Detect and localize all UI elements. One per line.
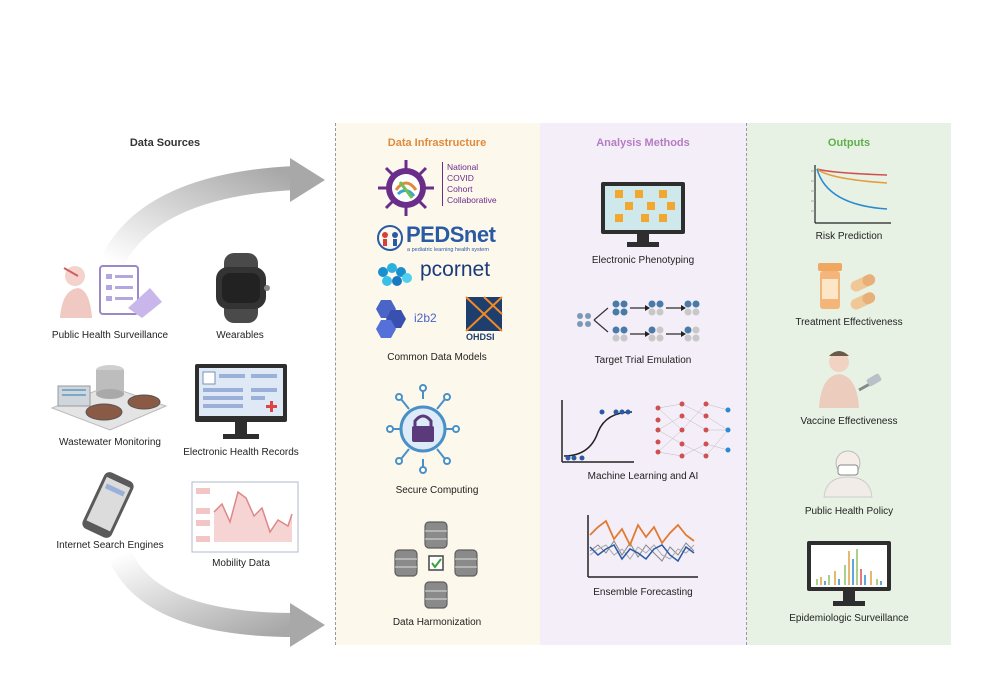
n3c-line-1: National <box>447 162 479 172</box>
outputs-title: Outputs <box>827 137 871 149</box>
epidemiologic-surveillance-monitor-icon <box>807 541 891 606</box>
pedsnet-logo-icon <box>377 225 403 251</box>
wearable-watch-icon <box>216 253 270 323</box>
medication-pills-icon <box>818 263 876 310</box>
smartphone-search-icon <box>82 472 134 538</box>
source-label-wastewater-monitoring: Wastewater Monitoring <box>59 437 161 448</box>
data-harmonization-databases-icon <box>394 521 478 609</box>
output-label-epidemiologic-surveillance: Epidemiologic Surveillance <box>789 613 909 624</box>
mobility-chart-icon <box>191 481 299 553</box>
output-label-public-health-policy: Public Health Policy <box>804 506 894 517</box>
data-sources-title: Data Sources <box>129 137 201 149</box>
analysis-label-target-trial-emulation: Target Trial Emulation <box>594 355 692 366</box>
infra-label-secure-computing: Secure Computing <box>395 485 479 496</box>
n3c-line-3: Cohort <box>447 184 473 194</box>
data-infrastructure-title: Data Infrastructure <box>387 137 487 149</box>
i2b2-hexagon-logo-icon <box>376 300 406 338</box>
source-label-mobility-data: Mobility Data <box>212 558 270 569</box>
ensemble-forecasting-chart-icon <box>587 515 698 578</box>
pedsnet-tagline: a pediatric learning health system <box>407 247 489 253</box>
masked-person-icon <box>823 450 873 498</box>
infra-label-common-data-models: Common Data Models <box>387 352 487 363</box>
n3c-virus-logo-icon <box>378 160 434 216</box>
i2b2-logo-text: i2b2 <box>414 311 437 325</box>
source-label-wearables: Wearables <box>216 330 264 341</box>
ehr-monitor-icon <box>195 364 287 439</box>
vaccination-person-icon <box>819 351 882 408</box>
analysis-methods-title: Analysis Methods <box>596 137 690 149</box>
source-label-internet-search-engines: Internet Search Engines <box>56 540 164 551</box>
output-label-risk-prediction: Risk Prediction <box>815 231 883 242</box>
secure-computing-lock-icon <box>386 384 460 474</box>
ohdsi-logo-icon <box>465 296 503 332</box>
infra-label-data-harmonization: Data Harmonization <box>392 617 482 628</box>
n3c-line-2: COVID <box>447 173 474 183</box>
wastewater-plant-icon <box>50 365 168 431</box>
analysis-label-machine-learning-and-ai: Machine Learning and AI <box>587 471 699 482</box>
source-label-electronic-health-records: Electronic Health Records <box>183 447 299 458</box>
target-trial-emulation-icon <box>577 300 700 342</box>
pcornet-logo-text: pcornet <box>420 258 491 281</box>
output-label-treatment-effectiveness: Treatment Effectiveness <box>795 317 903 328</box>
sigmoid-curve-icon <box>561 400 634 463</box>
source-label-public-health-surveillance: Public Health Surveillance <box>51 330 169 341</box>
analysis-label-electronic-phenotyping: Electronic Phenotyping <box>591 255 695 266</box>
neural-network-icon <box>655 401 731 459</box>
output-label-vaccine-effectiveness: Vaccine Effectiveness <box>800 416 898 427</box>
risk-prediction-curves-icon <box>811 165 891 224</box>
pedsnet-logo-text: PEDSnet <box>406 222 496 247</box>
public-health-surveillance-icon <box>60 265 162 318</box>
n3c-logo-text: National COVID Cohort Collaborative <box>442 162 497 206</box>
ohdsi-logo-text: OHDSI <box>466 332 495 342</box>
electronic-phenotyping-monitor-icon <box>601 182 685 247</box>
analysis-label-ensemble-forecasting: Ensemble Forecasting <box>593 587 693 598</box>
n3c-line-4: Collaborative <box>447 195 497 205</box>
pcornet-logo-icon <box>378 263 412 286</box>
